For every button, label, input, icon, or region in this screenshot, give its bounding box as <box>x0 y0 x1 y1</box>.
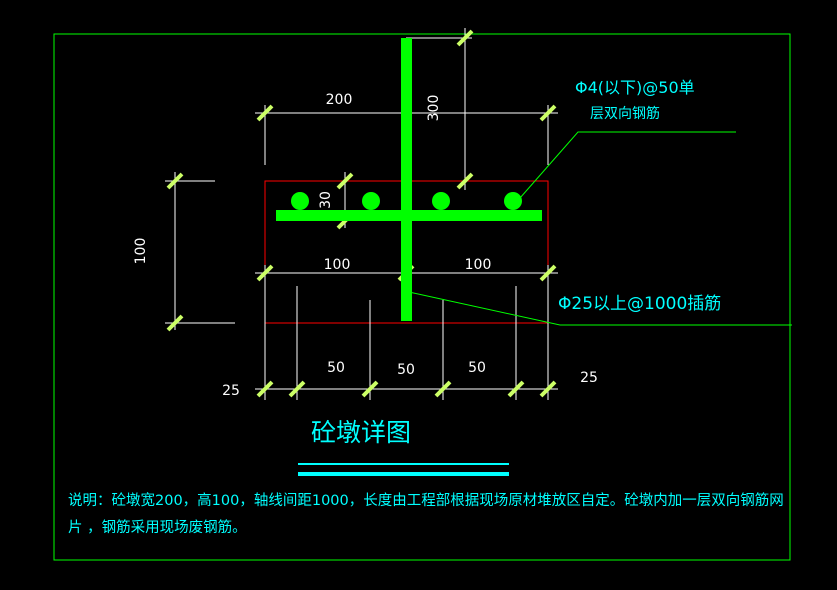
dim-bottom-span-2: 50 <box>397 362 415 378</box>
callout-dowel-spec: Φ25以上@1000插筋 <box>558 294 721 314</box>
design-note-line-2: 片 ，钢筋采用现场废钢筋。 <box>68 520 247 536</box>
mesh-bar <box>276 210 542 221</box>
mesh-bar-section <box>291 192 309 210</box>
drawing-title: 砼墩详图 <box>311 418 411 447</box>
title-underline-thick <box>298 472 509 476</box>
mesh-bar-section <box>432 192 450 210</box>
dim-bottom-span-1: 50 <box>327 360 345 376</box>
dim-top-width: 200 <box>326 92 353 108</box>
design-note: 说明：砼墩宽200，高100，轴线间距1000，长度由工程部根据现场原材堆放区自… <box>68 488 790 542</box>
dim-half-right: 100 <box>465 257 492 273</box>
dim-height: 100 <box>133 238 149 265</box>
leader-lines <box>408 131 792 326</box>
dim-rebar-cover: 30 <box>318 191 334 209</box>
dim-bottom-span-3: 50 <box>468 360 486 376</box>
mesh-bar-section <box>504 192 522 210</box>
dimension-lines <box>165 28 558 400</box>
dim-rod-top: 300 <box>426 95 442 122</box>
dim-bottom-edge-left: 25 <box>222 383 240 399</box>
rebar <box>276 38 542 321</box>
drawing-frame <box>53 33 791 561</box>
dowel-bar <box>401 38 412 321</box>
title-underline <box>298 463 509 465</box>
dim-bottom-edge-right: 25 <box>580 370 598 386</box>
design-note-line-1: 说明：砼墩宽200，高100，轴线间距1000，长度由工程部根据现场原材堆放区自… <box>68 493 784 509</box>
mesh-bar-section <box>362 192 380 210</box>
callout-mesh-type: 层双向钢筋 <box>590 105 660 122</box>
callout-mesh-spec: Φ4(以下)@50单 <box>575 78 695 97</box>
dim-half-left: 100 <box>324 257 351 273</box>
